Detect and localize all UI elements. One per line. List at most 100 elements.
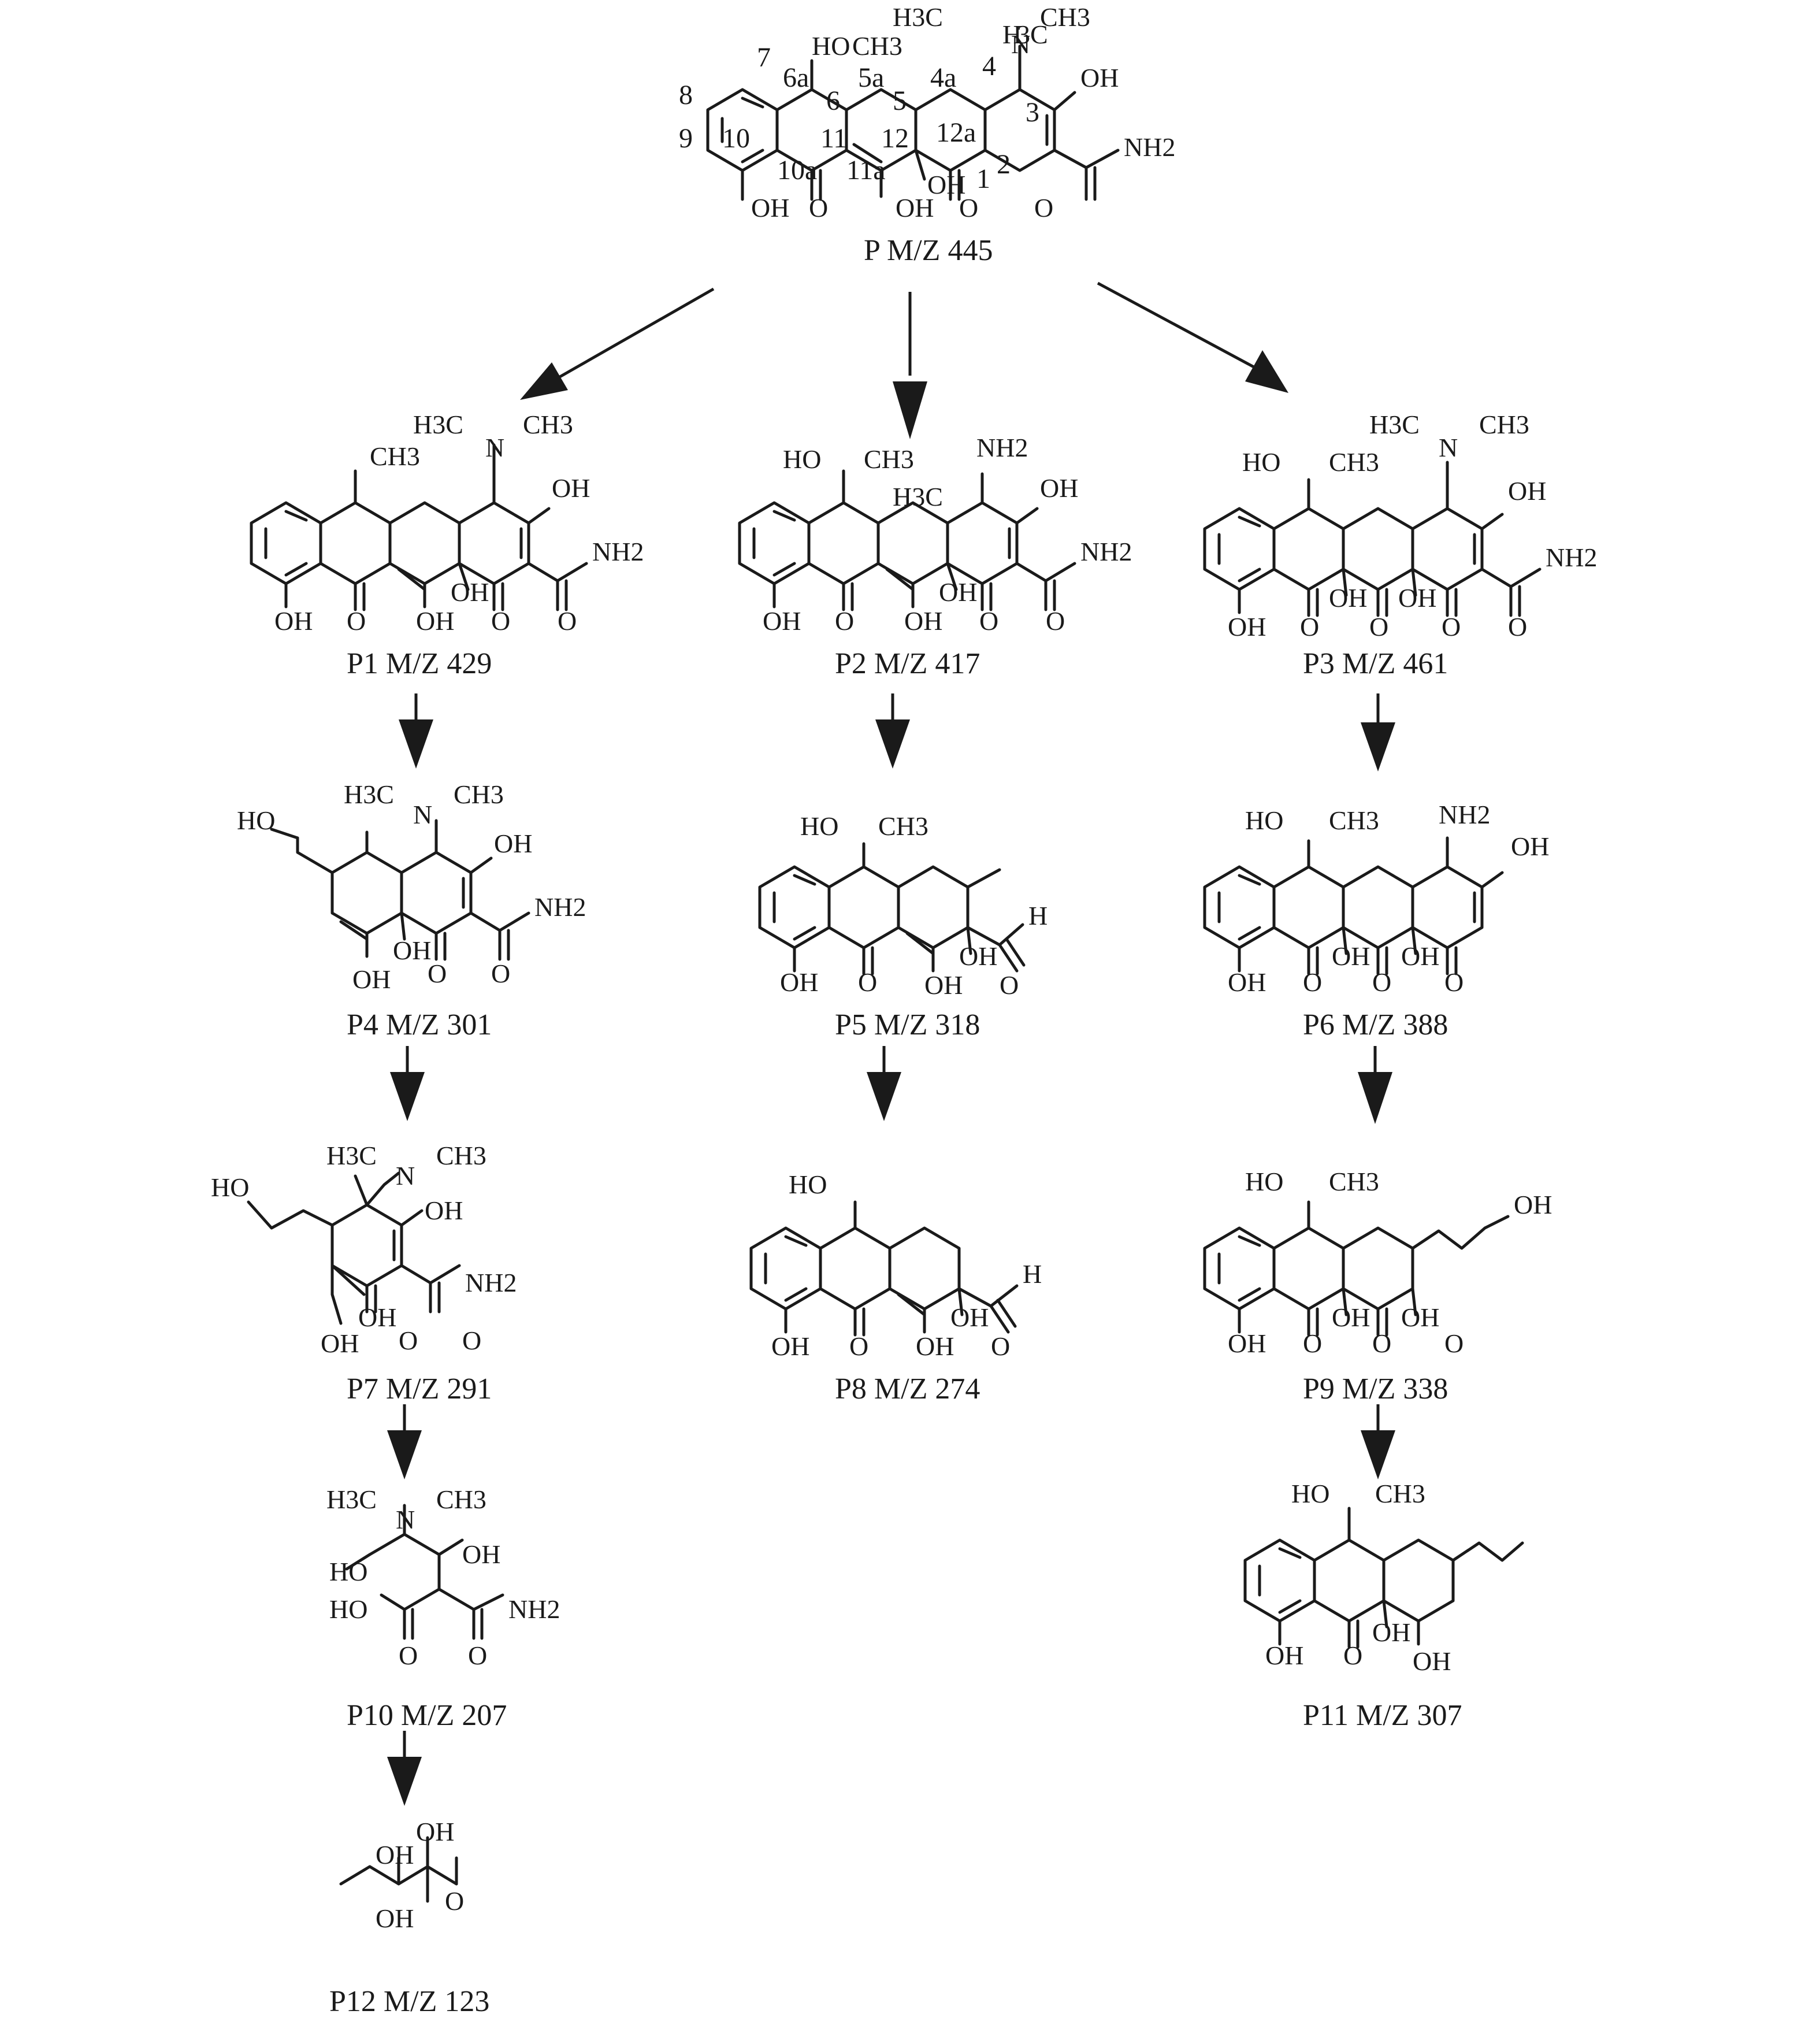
atom-label: H3C [893,2,943,32]
position-label: 2 [997,149,1011,180]
atom-label: O [558,606,577,636]
atom-label: O [1442,612,1461,641]
atom-label: OH [896,193,934,222]
position-label: 10 [722,123,750,154]
position-label: 7 [757,42,771,73]
compound-caption-p: P M/Z 445 [864,234,993,267]
atom-label: HO [800,811,838,841]
arrow-p-to-p3 [1097,281,1288,393]
atom-label: HO [812,31,850,61]
atom-label: OH [1511,832,1549,861]
atom-label: HO [1291,1479,1329,1508]
atom-label: O [1444,1329,1464,1358]
atom-label: CH3 [1329,806,1379,835]
atom-label: CH3 [436,1485,486,1514]
position-label: 5a [858,62,884,93]
atom-label: OH [1413,1646,1451,1676]
atom-label: O [428,959,447,988]
arrow-p7-to-p10 [387,1404,422,1479]
compound-caption-p2: P2 M/Z 417 [835,647,980,680]
atom-label: O [399,1326,418,1355]
atom-label: OH [393,936,431,965]
atom-label: H [1023,1259,1042,1289]
atom-label: CH3 [454,780,504,809]
atom-label: OH [1332,941,1370,971]
atom-label: OH [1265,1641,1303,1670]
atom-label: OH [1329,583,1367,613]
position-label: 12a [936,117,976,148]
atom-label: OH [763,606,801,636]
atom-label: NH2 [592,537,644,566]
atom-label: CH3 [864,444,914,474]
arrow-p4-to-p7 [390,1046,425,1121]
atom-label: CH3 [852,31,902,61]
structure-p1: H3C N CH3 CH3 OH NH2 OH O OH OH O O P1 M… [250,410,644,680]
atom-label: OH [924,970,963,1000]
atom-label: HO [329,1557,367,1586]
atom-label: OH [352,965,391,994]
compound-caption-p12: P12 M/Z 123 [329,1985,489,2018]
atom-label: OH [1401,1303,1439,1332]
structure-p11: HO CH3 OH O OH OH P11 M/Z 307 [1243,1479,1524,1732]
atom-label: NH2 [976,433,1028,462]
atom-label: NH2 [1439,800,1490,829]
atom-label: O [1508,612,1527,641]
atom-label: O [1303,967,1322,997]
atom-label: O [491,606,510,636]
arrow-p9-to-p11 [1361,1404,1395,1479]
atom-label: H3C [1369,410,1420,439]
atom-label: O [1000,970,1019,1000]
atom-label: OH [451,577,489,607]
compound-caption-p5: P5 M/Z 318 [835,1008,980,1041]
compound-caption-p10: P10 M/Z 207 [347,1699,507,1732]
atom-label: OH [494,829,532,858]
atom-label: OH [425,1196,463,1225]
arrow-p1-to-p4 [399,693,433,769]
atom-label: O [1034,193,1053,222]
atom-label: NH2 [1546,543,1597,572]
atom-label: O [445,1886,464,1916]
atom-label: H [1028,901,1048,930]
arrow-p-to-p1 [520,287,715,400]
arrow-p2-to-p5 [875,693,910,769]
atom-label: OH [959,941,997,971]
arrow-p10-to-p12 [387,1731,422,1806]
atom-label: HO [237,806,275,835]
structure-p: H 3C N CH3 H3C HO CH3 OH NH2 OH O OH OH … [679,2,1175,267]
atom-label: OH [904,606,942,636]
atom-label: OH [1228,1329,1266,1358]
compound-caption-p4: P4 M/Z 301 [347,1008,492,1041]
atom-label: O [462,1326,481,1355]
arrow-p-to-p2 [893,292,927,439]
atom-label: OH [321,1329,359,1358]
structure-p2: HO CH3 NH2 H3C OH NH2 OH O OH OH O O P2 … [738,433,1132,680]
atom-label: O [849,1331,868,1361]
atom-label: OH [1080,63,1119,92]
compound-caption-p3: P3 M/Z 461 [1303,647,1448,680]
atom-label: N [396,1161,415,1190]
atom-label: 3C [1017,20,1048,49]
atom-label: OH [416,606,454,636]
atom-label: O [347,606,366,636]
atom-label: O [1303,1329,1322,1358]
arrow-p3-to-p6 [1361,693,1395,771]
atom-label: O [1046,606,1065,636]
atom-label: HO [211,1173,249,1202]
atom-label: NH2 [534,892,586,922]
structure-p5: HO CH3 H OH O OH OH O P5 M/Z 318 [758,811,1048,1041]
atom-label: O [1372,967,1391,997]
arrow-p6-to-p9 [1358,1046,1392,1124]
atom-label: H3C [413,410,463,439]
structure-p7: HO H3C N CH3 OH NH2 OH OH O O P7 M/Z 291 [211,1141,517,1405]
structure-p6: HO CH3 NH2 OH OH O OH O OH O P6 M/Z 388 [1203,800,1549,1041]
compound-caption-p8: P8 M/Z 274 [835,1372,980,1405]
position-label: 3 [1026,97,1039,128]
atom-label: O [835,606,854,636]
atom-label: O [1300,612,1319,641]
atom-label: O [1372,1329,1391,1358]
position-label: 1 [976,164,990,194]
atom-label: HO [1242,447,1280,477]
atom-label: OH [751,193,789,222]
compound-caption-p9: P9 M/Z 338 [1303,1372,1448,1405]
